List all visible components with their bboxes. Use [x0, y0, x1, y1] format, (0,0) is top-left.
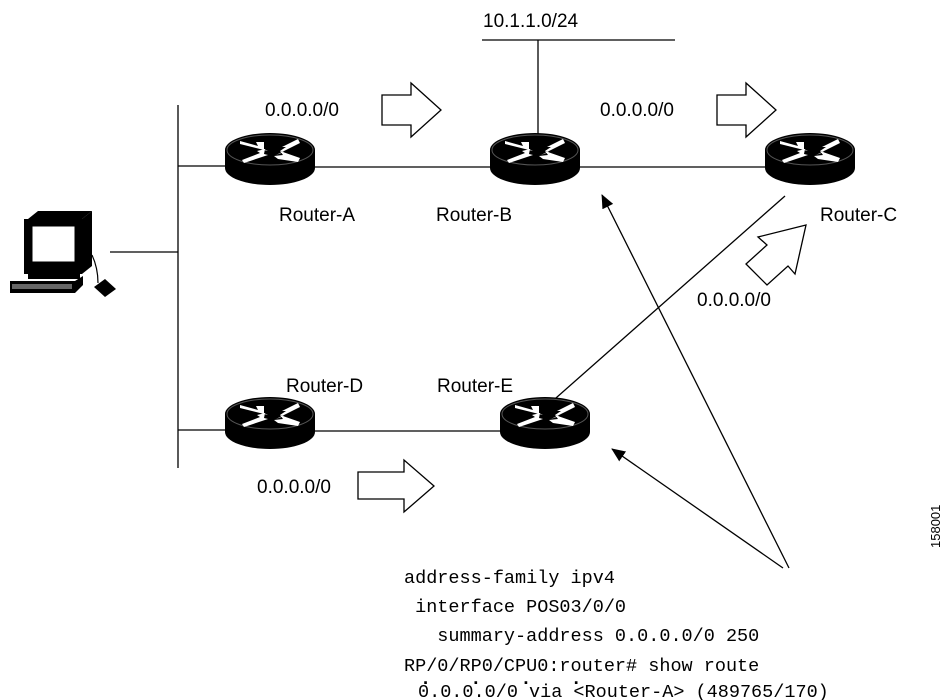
pointer-to-router-b	[601, 194, 790, 569]
route-label-d-to-e: 0.0.0.0/0	[257, 477, 331, 498]
route-label-a-to-b: 0.0.0.0/0	[265, 100, 339, 121]
cli-prompt: RP/0/RP0/CPU0:router# show route	[404, 656, 759, 677]
arrow-b-to-c	[716, 81, 777, 139]
router-a-label: Router-A	[279, 205, 355, 226]
route-label-e-to-c: 0.0.0.0/0	[697, 290, 771, 311]
router-e-icon	[499, 396, 591, 450]
config-line-1: address-family ipv4	[404, 568, 615, 589]
config-line-3: summary-address 0.0.0.0/0 250	[404, 626, 759, 647]
arrow-a-to-b	[381, 81, 442, 139]
router-b-label: Router-B	[436, 205, 512, 226]
cli-route-result: 0.0.0.0/0 via <Router-A> (489765/170)	[418, 682, 829, 700]
router-a-icon	[224, 132, 316, 186]
router-c-label: Router-C	[820, 205, 897, 226]
route-label-b-to-c: 0.0.0.0/0	[600, 100, 674, 121]
link-e-c	[547, 195, 786, 406]
router-e-label: Router-E	[437, 376, 513, 397]
router-c-icon	[764, 132, 856, 186]
router-d-icon	[224, 396, 316, 450]
workstation-icon	[10, 211, 116, 297]
router-d-label: Router-D	[286, 376, 363, 397]
pointer-to-router-e	[611, 448, 784, 569]
figure-id: 158001	[928, 505, 943, 548]
cli-ellipsis: . . . .	[420, 669, 596, 690]
config-line-2: interface POS03/0/0	[404, 597, 626, 618]
router-b-icon	[489, 132, 581, 186]
arrow-e-to-c	[745, 224, 807, 286]
arrow-d-to-e	[357, 458, 435, 514]
network-label: 10.1.1.0/24	[483, 11, 579, 32]
